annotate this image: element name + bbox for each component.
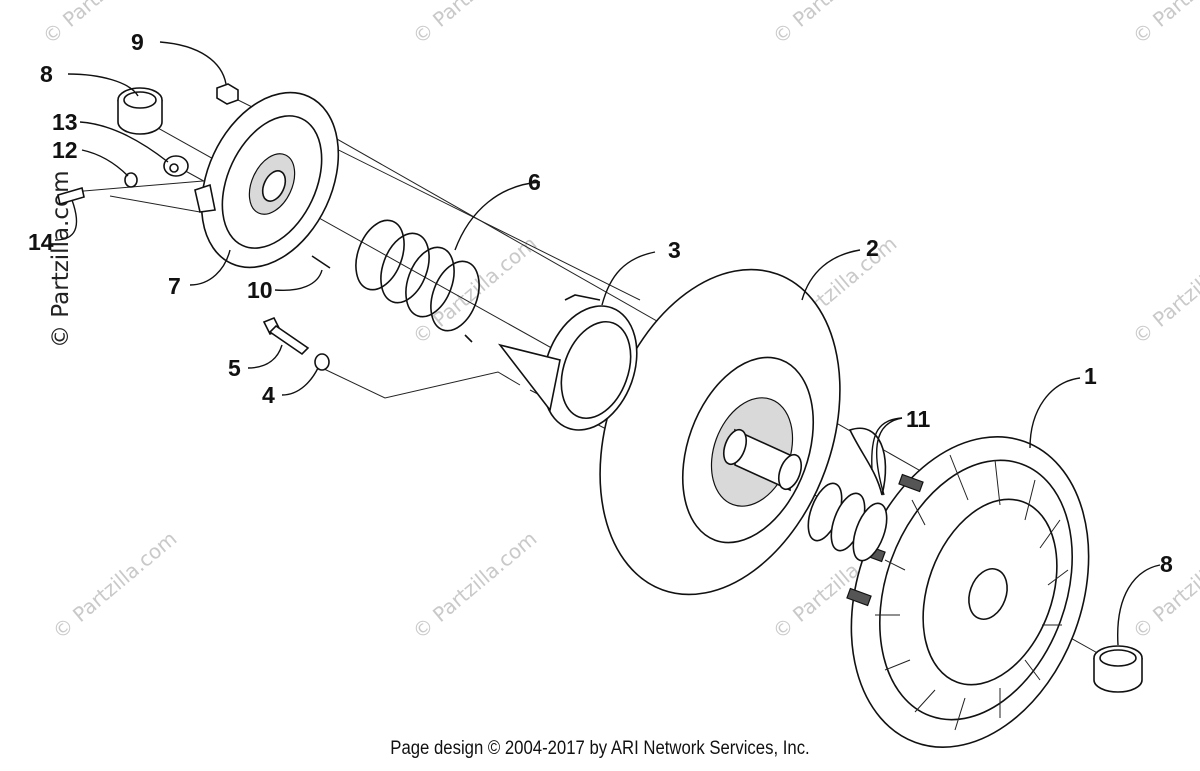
callout-11: 11 xyxy=(906,406,931,432)
callout-14: 14 xyxy=(28,229,54,255)
callout-6: 6 xyxy=(528,169,541,195)
part-3-helix xyxy=(497,294,638,431)
part-14-pin xyxy=(57,186,85,206)
callout-8-upper: 8 xyxy=(40,61,53,87)
part-2-movable-sheave xyxy=(599,268,841,596)
watermark-8: © Partzilla.com xyxy=(48,526,182,644)
watermark-11: © Partzilla.com xyxy=(1128,526,1200,644)
part-8-bushing-upper xyxy=(117,87,163,135)
copyright-footer: Page design © 2004-2017 by ARI Network S… xyxy=(390,738,810,759)
callout-8-lower: 8 xyxy=(1160,551,1173,577)
part-9-nut xyxy=(216,83,239,105)
callout-5: 5 xyxy=(228,355,241,381)
callouts: 9 8 13 12 14 7 10 6 3 2 1 11 8 5 4 xyxy=(28,29,1173,577)
watermark-2: © Partzilla.com xyxy=(408,0,542,49)
leader-lines xyxy=(54,41,1161,646)
watermark-9: © Partzilla.com xyxy=(408,526,542,644)
part-13-roller xyxy=(163,155,189,177)
part-8-bushing-lower xyxy=(1093,645,1143,693)
callout-7: 7 xyxy=(168,273,181,299)
part-7-cover-plate xyxy=(194,91,340,269)
watermark-3: © Partzilla.com xyxy=(768,0,902,49)
part-5-bolt xyxy=(262,316,310,356)
callout-3: 3 xyxy=(668,237,681,263)
part-10-pin xyxy=(311,255,331,269)
watermark-4: © Partzilla.com xyxy=(1128,0,1200,49)
part-12-washer xyxy=(124,172,138,188)
watermark-7: © Partzilla.com xyxy=(1128,231,1200,349)
callout-12: 12 xyxy=(52,137,78,163)
callout-9: 9 xyxy=(131,29,144,55)
watermark-1: © Partzilla.com xyxy=(38,0,172,49)
callout-2: 2 xyxy=(866,235,879,261)
callout-10: 10 xyxy=(247,277,273,303)
callout-13: 13 xyxy=(52,109,78,135)
part-6-spring xyxy=(355,219,480,343)
callout-1: 1 xyxy=(1084,363,1097,389)
part-1-fixed-sheave xyxy=(846,436,1090,748)
callout-4: 4 xyxy=(262,382,275,408)
part-4-washer xyxy=(314,353,330,371)
